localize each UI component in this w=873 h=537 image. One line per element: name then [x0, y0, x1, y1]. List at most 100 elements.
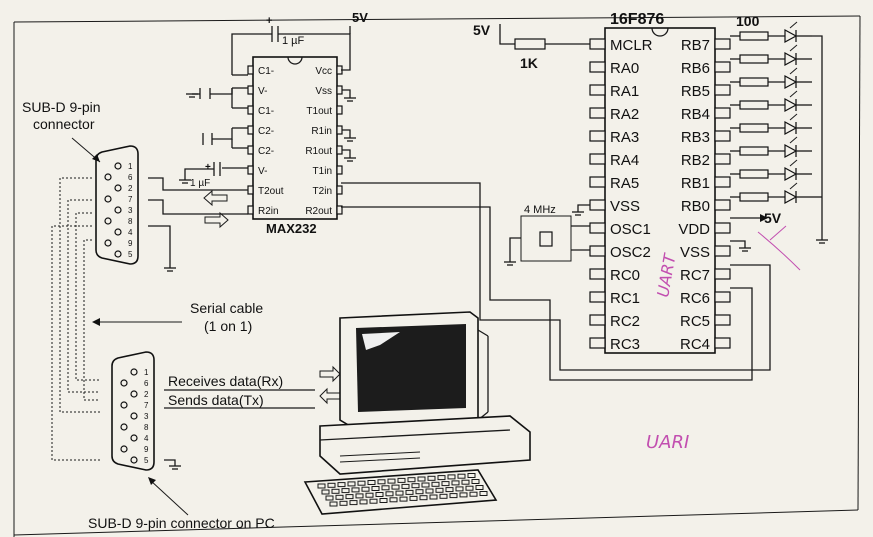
dsub-pin-hole: [104, 173, 112, 181]
max232-pin-marker: [247, 165, 254, 175]
led-diode: [784, 120, 798, 136]
keyboard-key: [367, 480, 376, 485]
keyboard-key: [375, 492, 384, 497]
cap-vminus-label: 1 µF: [190, 178, 210, 189]
max232-pin-marker: [336, 85, 343, 95]
keyboard-key: [447, 474, 456, 480]
keyboard-key: [429, 494, 438, 500]
max232-right-pin-label: Vcc: [315, 66, 332, 77]
max232-pin-marker: [336, 145, 343, 155]
pic-right-pin-label: RC6: [680, 290, 710, 307]
dsub-pin-number: 9: [144, 445, 149, 454]
max232-pin-marker: [247, 145, 254, 155]
pic-right-pin-label: RB6: [681, 60, 710, 77]
dsub-pin-hole: [120, 379, 128, 387]
led-resistor: [739, 123, 769, 133]
keyboard-key: [355, 493, 364, 499]
led-resistor: [739, 54, 769, 64]
dsub-pin-number: 8: [144, 423, 149, 432]
pic-pin-marker: [714, 38, 731, 50]
svg-text:+: +: [205, 162, 211, 173]
max232-right-pin-label: R2out: [305, 206, 332, 217]
led-resistor: [739, 100, 769, 110]
pic-left-pin-label: RA2: [610, 106, 639, 123]
pic-pin-marker: [589, 107, 606, 119]
dsub-pin-hole: [114, 250, 122, 258]
keyboard-key: [439, 493, 448, 499]
keyboard-key: [451, 480, 460, 486]
subd-top-label-line1: SUB-D 9-pin: [22, 99, 101, 115]
keyboard-key: [427, 475, 436, 481]
crystal-label: 4 MHz: [524, 204, 556, 216]
max232-label: MAX232: [266, 221, 317, 236]
max232-pin-marker: [336, 125, 343, 135]
dsub-pin-number: 1: [144, 368, 149, 377]
max232-right-pin-label: T2in: [313, 186, 332, 197]
keyboard-key: [435, 487, 444, 493]
led-diode: [784, 166, 798, 182]
dsub-pin-hole: [130, 434, 138, 442]
pic-pin-marker: [714, 199, 731, 211]
keyboard-key: [339, 500, 348, 506]
keyboard-key: [437, 475, 446, 481]
pic-right-pin-label: RB7: [681, 37, 710, 54]
pic-pin-marker: [589, 314, 606, 326]
pic-pin-marker: [714, 153, 731, 165]
pic-pin-marker: [589, 84, 606, 96]
pic-pin-marker: [714, 291, 731, 303]
keyboard-key: [399, 496, 408, 502]
keyboard-key: [345, 494, 354, 500]
pic-pin-marker: [714, 107, 731, 119]
cap-top-label: 1 µF: [282, 35, 305, 47]
led-resistor: [739, 77, 769, 87]
pic-left-pin-label: OSC2: [610, 244, 651, 261]
pic-pin-marker: [714, 84, 731, 96]
max232-support: + 1 µF 5V + 1 µF: [179, 10, 368, 189]
dsub-pin-number: 8: [128, 217, 133, 226]
led-resistor: [739, 31, 769, 41]
dsub-pin-hole: [130, 412, 138, 420]
dsub-pin-hole: [120, 423, 128, 431]
pic-left-pin-label: RC2: [610, 313, 640, 330]
pic-right-pin-label: VSS: [680, 244, 710, 261]
handwritten-uart-bottom: UARI: [646, 432, 689, 453]
pic-pin-marker: [714, 176, 731, 188]
keyboard-key: [395, 490, 404, 496]
keyboard-key: [469, 491, 478, 497]
keyboard-key: [445, 487, 454, 493]
keyboard-key: [371, 486, 380, 491]
keyboard-key: [381, 485, 390, 491]
led-diode: [784, 74, 798, 90]
keyboard-key: [351, 487, 360, 493]
pic-pin-marker: [714, 245, 731, 257]
led-resistor: [739, 169, 769, 179]
keyboard-key: [397, 477, 406, 483]
keyboard-key: [337, 482, 346, 488]
keyboard-key: [407, 477, 416, 483]
max232-pin-marker: [247, 65, 254, 75]
max232-pin-marker: [247, 205, 254, 215]
pic-pin-marker: [714, 314, 731, 326]
led-resistor: [739, 146, 769, 156]
keyboard-key: [385, 491, 394, 497]
keyboard-key: [455, 486, 464, 492]
max232-right-pin-label: T1out: [306, 106, 332, 117]
pc-illustration: [303, 311, 531, 515]
svg-text:+: +: [266, 15, 272, 27]
dsub-pin-hole: [114, 184, 122, 192]
max232-left-pin-label: V-: [258, 166, 267, 177]
dsub-pin-hole: [130, 368, 138, 376]
dsub-pin-hole: [104, 217, 112, 225]
dsub-pin-number: 9: [128, 239, 133, 248]
led-diode: [784, 189, 798, 205]
keyboard-key: [387, 478, 396, 484]
dsub-pin-hole: [130, 390, 138, 398]
dsub-pin-hole: [130, 456, 138, 464]
pic-pin-marker: [714, 337, 731, 349]
pic-pin-marker: [714, 61, 731, 73]
keyboard-key: [401, 483, 410, 489]
pic-left-pin-label: RA4: [610, 152, 639, 169]
max232-left-pin-label: C2-: [258, 146, 274, 157]
pic-right-supply: 5V: [730, 210, 782, 252]
